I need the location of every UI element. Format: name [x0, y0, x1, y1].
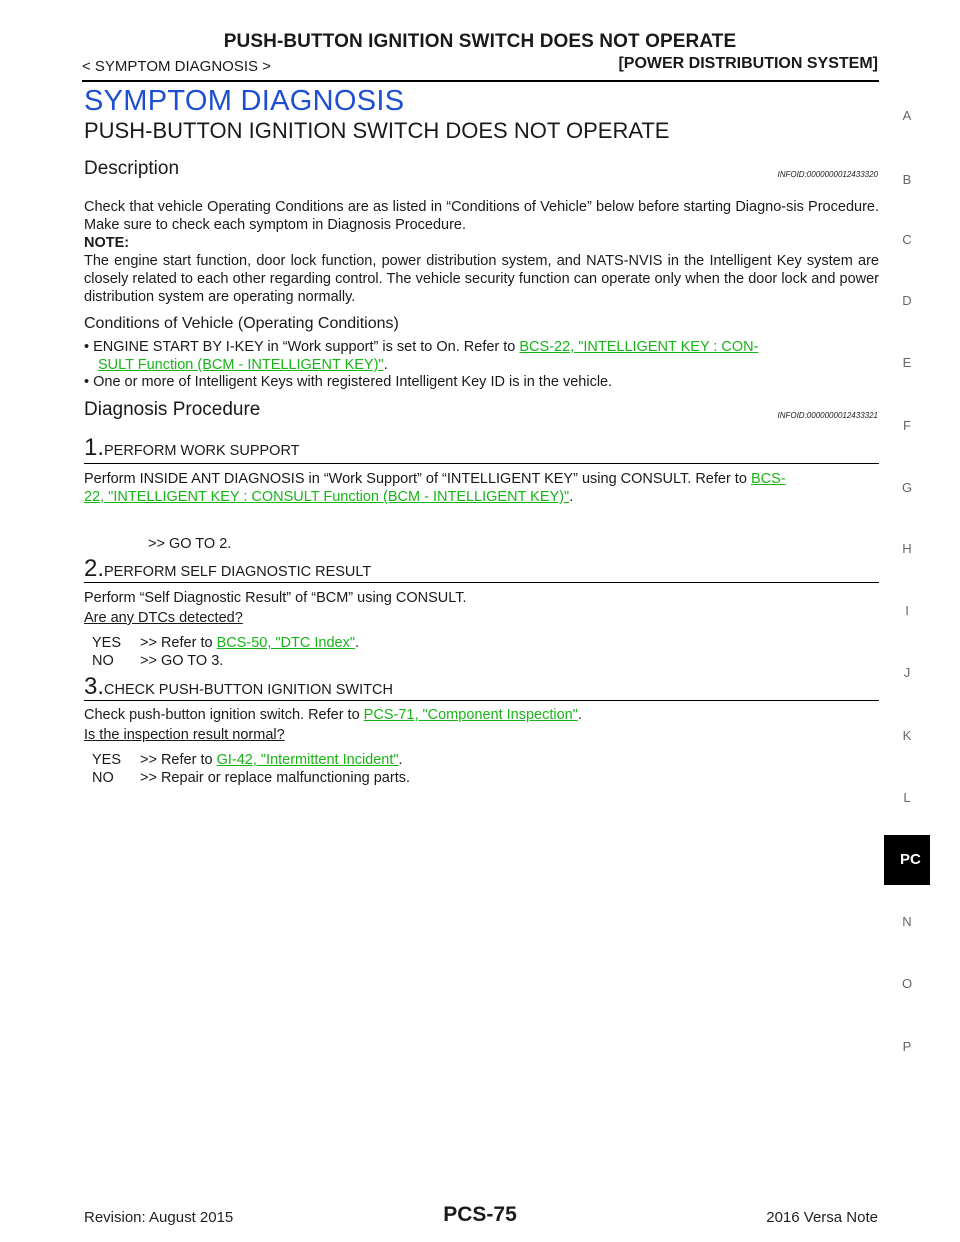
step-1-link-bcs22-cont[interactable]: 22, "INTELLIGENT KEY : CONSULT Function … [84, 489, 570, 505]
condition-bullet-1-text: • ENGINE START BY I-KEY in “Work support… [84, 339, 520, 355]
subsection-title: PUSH-BUTTON IGNITION SWITCH DOES NOT OPE… [84, 118, 670, 143]
step-2-yes-key: YES [92, 635, 122, 651]
side-index-o[interactable]: O [901, 976, 913, 991]
conditions-heading: Conditions of Vehicle (Operating Conditi… [84, 315, 399, 332]
step-3-number: 3. [84, 673, 105, 700]
step-2-text: Perform “Self Diagnostic Result” of “BCM… [84, 590, 467, 606]
step-3-yes-key: YES [92, 752, 122, 768]
step-1-number: 1. [84, 434, 105, 461]
step-3-question: Is the inspection result normal? [84, 727, 285, 743]
side-index-c[interactable]: C [902, 232, 912, 247]
side-index-a[interactable]: A [902, 108, 912, 123]
side-index-f[interactable]: F [903, 418, 911, 433]
step-3-answers: YES >> Refer to GI-42, "Intermittent Inci… [92, 752, 411, 786]
step-2-answers: YES>> Refer to BCS-50, "DTC Index". NO>>… [92, 635, 360, 669]
description-heading: Description [84, 158, 180, 179]
step-3-text: Check push-button ignition switch. Refer… [84, 707, 364, 723]
side-index-h[interactable]: H [902, 541, 912, 556]
step-1-text: Perform INSIDE ANT DIAGNOSIS in “Work Su… [84, 471, 751, 487]
note-text: The engine start function, door lock fun… [84, 253, 879, 305]
step-2-no-key: NO [92, 653, 114, 669]
step-1-body: Perform INSIDE ANT DIAGNOSIS in “Work Su… [84, 471, 786, 505]
side-index-d[interactable]: D [902, 293, 912, 308]
step-1-header: 1.PERFORM WORK SUPPORT [84, 434, 879, 462]
step-2-link-bcs50[interactable]: BCS-50, "DTC Index" [216, 635, 356, 651]
step-3-link-gi42[interactable]: GI-42, "Intermittent Incident" [216, 752, 399, 768]
side-index-k[interactable]: K [902, 728, 912, 743]
step-2-header: 2.PERFORM SELF DIAGNOSTIC RESULT [84, 555, 879, 583]
footer-page-number: PCS-75 [443, 1203, 517, 1226]
side-index-e[interactable]: E [902, 355, 912, 370]
step-1-title: PERFORM WORK SUPPORT [104, 443, 300, 459]
section-title: SYMPTOM DIAGNOSIS [84, 85, 405, 117]
step-3-link-pcs71[interactable]: PCS-71, "Component Inspection" [363, 707, 578, 723]
side-index-active-label: PC [900, 851, 921, 868]
side-index-g[interactable]: G [901, 480, 913, 495]
side-index-j[interactable]: J [903, 665, 911, 680]
side-index-i[interactable]: I [905, 603, 909, 618]
page-header-title: PUSH-BUTTON IGNITION SWITCH DOES NOT OPE… [223, 31, 737, 52]
note-label: NOTE: [84, 235, 130, 251]
step-3-title: CHECK PUSH-BUTTON IGNITION SWITCH [104, 682, 393, 698]
step-2-question: Are any DTCs detected? [84, 610, 243, 626]
step-3-body: Check push-button ignition switch. Refer… [84, 707, 582, 723]
step-2-yes-text: >> Refer to [140, 635, 217, 651]
diagnosis-heading: Diagnosis Procedure [84, 399, 261, 420]
step-3-divider [84, 700, 879, 701]
side-index-l[interactable]: L [903, 790, 911, 805]
step-2-number: 2. [84, 555, 105, 582]
description-infoid: INFOID:0000000012433320 [777, 170, 878, 179]
header-divider [82, 80, 879, 82]
system-label: [POWER DISTRIBUTION SYSTEM] [618, 55, 878, 72]
condition-bullet-2: • One or more of Intelligent Keys with r… [84, 374, 613, 390]
side-index-active-tab[interactable]: PC [884, 835, 930, 885]
step-3-no-key: NO [92, 770, 114, 786]
footer-model: 2016 Versa Note [766, 1209, 878, 1226]
step-1-goto: >> GO TO 2. [148, 536, 232, 552]
breadcrumb: < SYMPTOM DIAGNOSIS > [82, 58, 271, 75]
condition-link-bcs22-cont[interactable]: SULT Function (BCM - INTELLIGENT KEY)" [98, 357, 384, 373]
footer-revision: Revision: August 2015 [84, 1209, 234, 1226]
side-index-b[interactable]: B [902, 172, 912, 187]
diagnosis-infoid: INFOID:0000000012433321 [777, 411, 878, 420]
step-2-title: PERFORM SELF DIAGNOSTIC RESULT [104, 564, 372, 580]
step-2-divider [84, 582, 879, 583]
step-2-no-text: >> GO TO 3. [140, 653, 224, 669]
step-3-header: 3.CHECK PUSH-BUTTON IGNITION SWITCH [84, 673, 879, 701]
condition-link-bcs22[interactable]: BCS-22, "INTELLIGENT KEY : CON- [519, 339, 759, 355]
side-index-n[interactable]: N [902, 914, 912, 929]
step-3-yes-text: >> Refer to [140, 752, 217, 768]
description-paragraph: Check that vehicle Operating Conditions … [84, 199, 879, 233]
step-3-no-text: >> Repair or replace malfunctioning part… [140, 770, 411, 786]
step-1-link-bcs22[interactable]: BCS- [750, 471, 786, 487]
step-1-divider [84, 463, 879, 464]
description-body: Check that vehicle Operating Conditions … [84, 198, 879, 306]
side-index-p[interactable]: P [902, 1039, 912, 1054]
condition-bullet-1: • ENGINE START BY I-KEY in “Work support… [84, 339, 759, 373]
